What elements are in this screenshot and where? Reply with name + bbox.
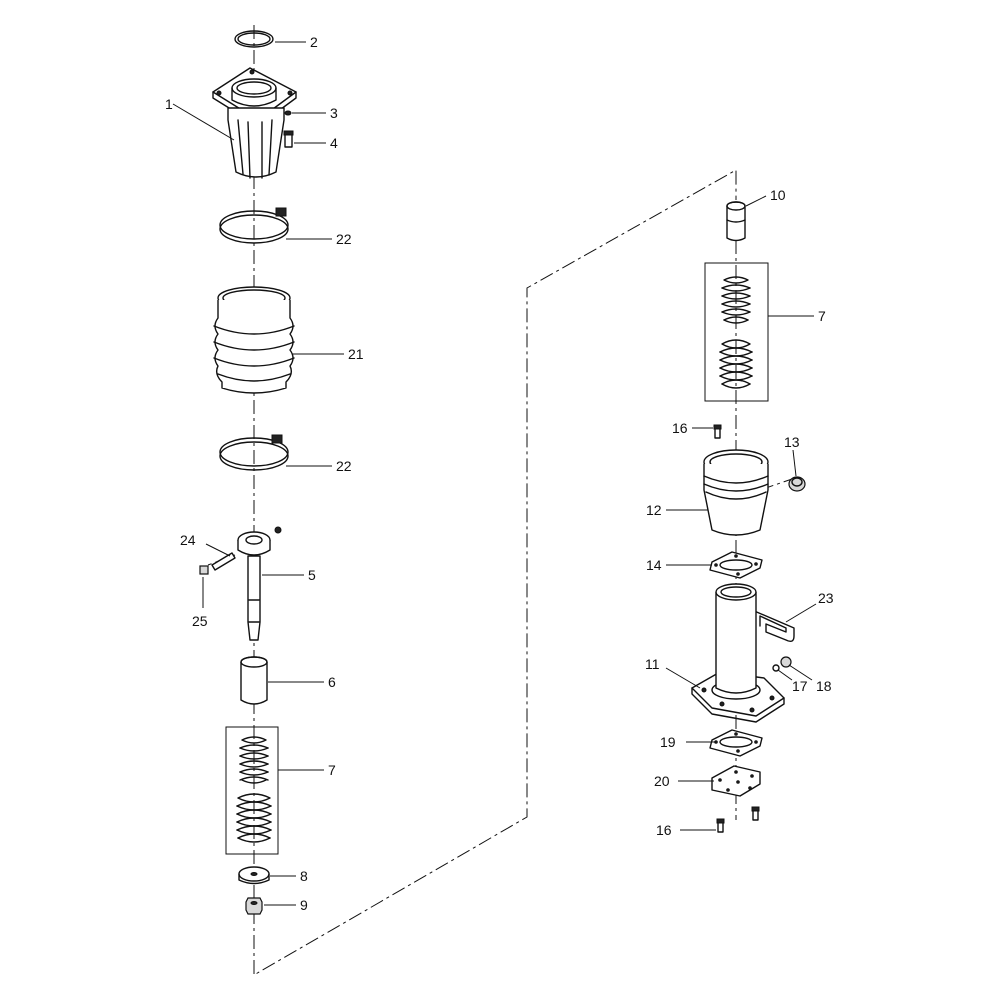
label-part-7-right: 7 (818, 308, 826, 324)
label-part-14: 14 (646, 557, 662, 573)
part-22-hose-clamp-lower (219, 434, 289, 471)
label-part-11: 11 (645, 656, 660, 672)
label-part-17: 17 (792, 678, 808, 694)
part-10-sleeve (726, 201, 746, 242)
label-part-2: 2 (310, 34, 318, 50)
part-22-hose-clamp-upper (219, 207, 289, 244)
label-part-16-lower: 16 (656, 822, 672, 838)
part-13-plug (788, 476, 806, 492)
part-6-sleeve (240, 656, 268, 705)
part-18-plug (780, 656, 792, 668)
part-4-screw (283, 130, 294, 148)
part-25-nut (199, 565, 209, 575)
label-part-12: 12 (646, 502, 662, 518)
label-part-20: 20 (654, 773, 670, 789)
label-part-16-upper: 16 (672, 420, 688, 436)
part-5-rod (237, 526, 282, 641)
part-7-spring-set-left (225, 726, 279, 855)
part-19-gasket (709, 729, 763, 757)
part-14-gasket (709, 551, 763, 579)
part-7-spring-set-right (704, 262, 769, 402)
part-24-pin (211, 552, 236, 571)
label-part-7-left: 7 (328, 762, 336, 778)
part-8-washer-plate (238, 866, 270, 885)
label-part-1: 1 (165, 96, 173, 112)
part-9-nut (245, 897, 263, 915)
part-11-guide-cylinder (691, 583, 785, 723)
part-20-bottom-plate (711, 765, 761, 797)
part-16-screws-lower (716, 806, 760, 833)
callout-labels: 1 2 3 4 22 21 22 24 5 25 6 7 8 9 10 7 16… (165, 34, 834, 913)
label-part-6: 6 (328, 674, 336, 690)
label-part-5: 5 (308, 567, 316, 583)
part-2-o-ring (234, 30, 274, 48)
label-part-21: 21 (348, 346, 364, 362)
part-12-cover (703, 449, 769, 536)
label-part-4: 4 (330, 135, 338, 151)
part-1-filter-housing (212, 67, 297, 179)
part-16-screw-upper (713, 424, 722, 439)
label-part-19: 19 (660, 734, 676, 750)
part-17-washer (772, 664, 780, 672)
label-part-13: 13 (784, 434, 800, 450)
label-part-9: 9 (300, 897, 308, 913)
leader-lines (172, 41, 817, 906)
part-23-handle (751, 609, 795, 643)
part-21-bellows (213, 286, 295, 394)
label-part-10: 10 (770, 187, 786, 203)
label-part-8: 8 (300, 868, 308, 884)
label-part-25: 25 (192, 613, 208, 629)
label-part-22-lower: 22 (336, 458, 352, 474)
label-part-23: 23 (818, 590, 834, 606)
part-3-washer (284, 110, 292, 116)
label-part-22-upper: 22 (336, 231, 352, 247)
label-part-24: 24 (180, 532, 196, 548)
label-part-3: 3 (330, 105, 338, 121)
label-part-18: 18 (816, 678, 832, 694)
